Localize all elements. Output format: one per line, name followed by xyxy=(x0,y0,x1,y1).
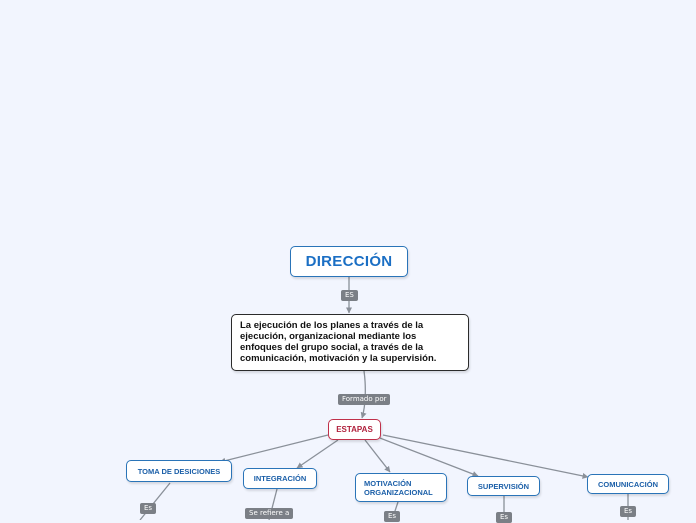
main-node-direccion[interactable]: DIRECCIÓN xyxy=(290,246,408,277)
child-label: MOTIVACIÓN ORGANIZACIONAL xyxy=(364,478,433,497)
child-link-label[interactable]: Es xyxy=(620,506,637,517)
child-label: INTEGRACIÓN xyxy=(253,474,307,483)
link-label-es[interactable]: ES xyxy=(341,290,358,301)
edge-stages-to-toma xyxy=(219,434,329,464)
child-link-label[interactable]: Es xyxy=(140,503,157,514)
child-node-supervision[interactable]: SUPERVISIÓN xyxy=(467,476,540,496)
child-label: COMUNICACIÓN xyxy=(598,479,658,489)
edge-stages-to-motivacion xyxy=(364,439,391,473)
child-link-label[interactable]: Se refiere a xyxy=(245,508,294,519)
edge-stages-to-supervision xyxy=(379,437,479,477)
edge-stages-to-comunicacion xyxy=(382,434,589,479)
child-label: TOMA DE DESICIONES xyxy=(137,466,221,476)
child-node-comunicacion[interactable]: COMUNICACIÓN xyxy=(587,474,669,494)
child-link-label[interactable]: Es xyxy=(496,512,513,523)
child-node-toma-de-desiciones[interactable]: TOMA DE DESICIONES xyxy=(126,460,232,482)
child-label: SUPERVISIÓN xyxy=(477,481,530,491)
child-link-label[interactable]: Es xyxy=(384,511,401,522)
edge-stages-to-integracion xyxy=(296,439,339,469)
edge-toma-down xyxy=(139,482,171,520)
definition-node[interactable]: La ejecución de los planes a través de l… xyxy=(231,314,469,371)
definition-text: La ejecución de los planes a través de l… xyxy=(240,320,437,364)
stages-node[interactable]: ESTAPAS xyxy=(328,419,381,440)
stages-label: ESTAPAS xyxy=(336,425,373,434)
main-node-label: DIRECCIÓN xyxy=(305,253,393,270)
child-node-integracion[interactable]: INTEGRACIÓN xyxy=(243,468,317,489)
link-label-formado-por[interactable]: Formado por xyxy=(338,394,391,405)
child-node-motivacion-organizacional[interactable]: MOTIVACIÓN ORGANIZACIONAL xyxy=(355,473,447,502)
